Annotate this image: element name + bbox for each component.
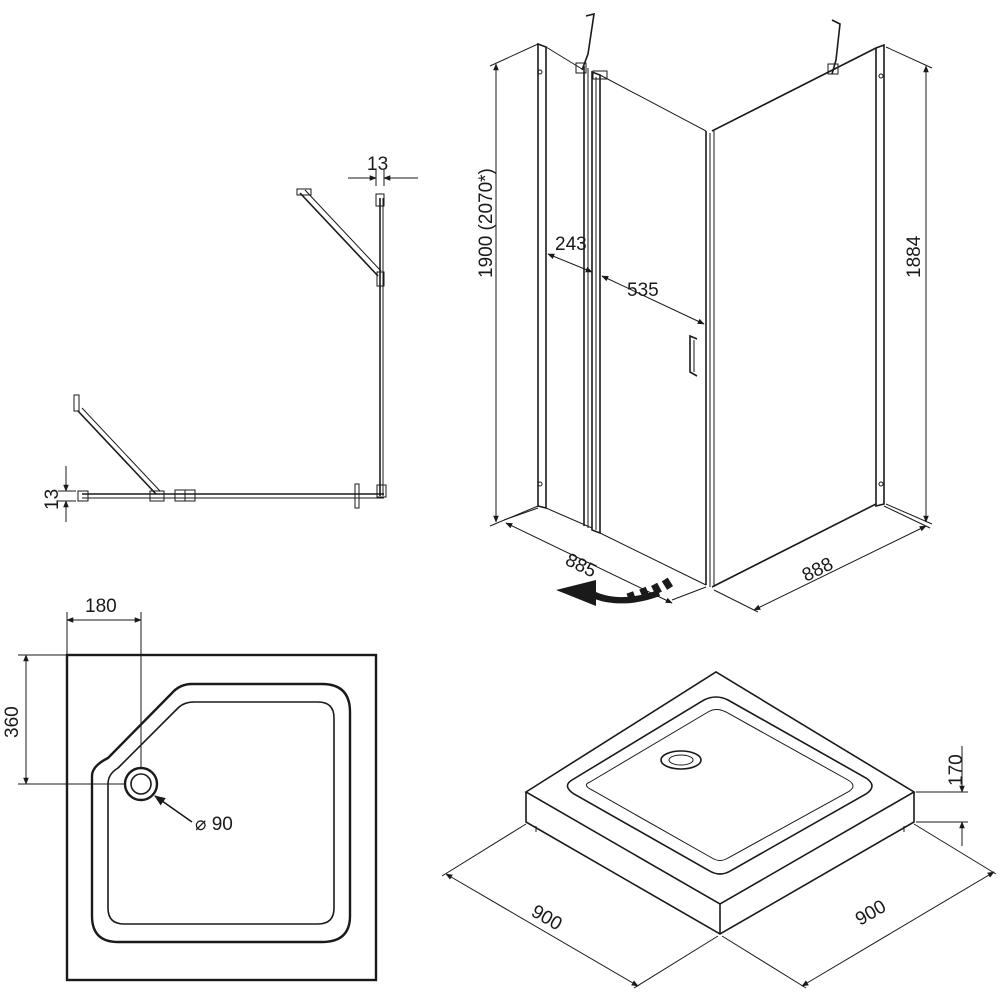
plan-top-gap-label: 13 bbox=[367, 154, 388, 175]
tray-top-view: 180 360 ⌀ 90 bbox=[2, 596, 378, 982]
drain-offset-y-label: 360 bbox=[2, 706, 23, 738]
drain-offset-x-label: 180 bbox=[85, 596, 117, 617]
enclosure-view: 1900 (2070*) 1884 243 535 885 888 bbox=[476, 12, 933, 613]
front-width-label: 885 bbox=[562, 550, 600, 583]
side-width-label: 888 bbox=[799, 554, 837, 587]
tray-height-label: 170 bbox=[946, 754, 967, 786]
enclosure-height-label: 1900 (2070*) bbox=[476, 168, 497, 278]
fixed-panel-width-label: 243 bbox=[555, 234, 587, 255]
door-swing-arrow bbox=[556, 577, 674, 606]
drain-diameter-label: ⌀ 90 bbox=[195, 814, 233, 835]
tray-left-width-label: 900 bbox=[528, 901, 566, 935]
plan-view: 13 13 bbox=[42, 154, 418, 522]
enclosure-height-right-label: 1884 bbox=[904, 235, 925, 278]
door-width-label: 535 bbox=[627, 280, 659, 301]
tray-iso-view: 170 900 900 bbox=[441, 671, 997, 989]
tray-right-width-label: 900 bbox=[852, 896, 890, 930]
plan-side-gap-label: 13 bbox=[42, 489, 63, 510]
